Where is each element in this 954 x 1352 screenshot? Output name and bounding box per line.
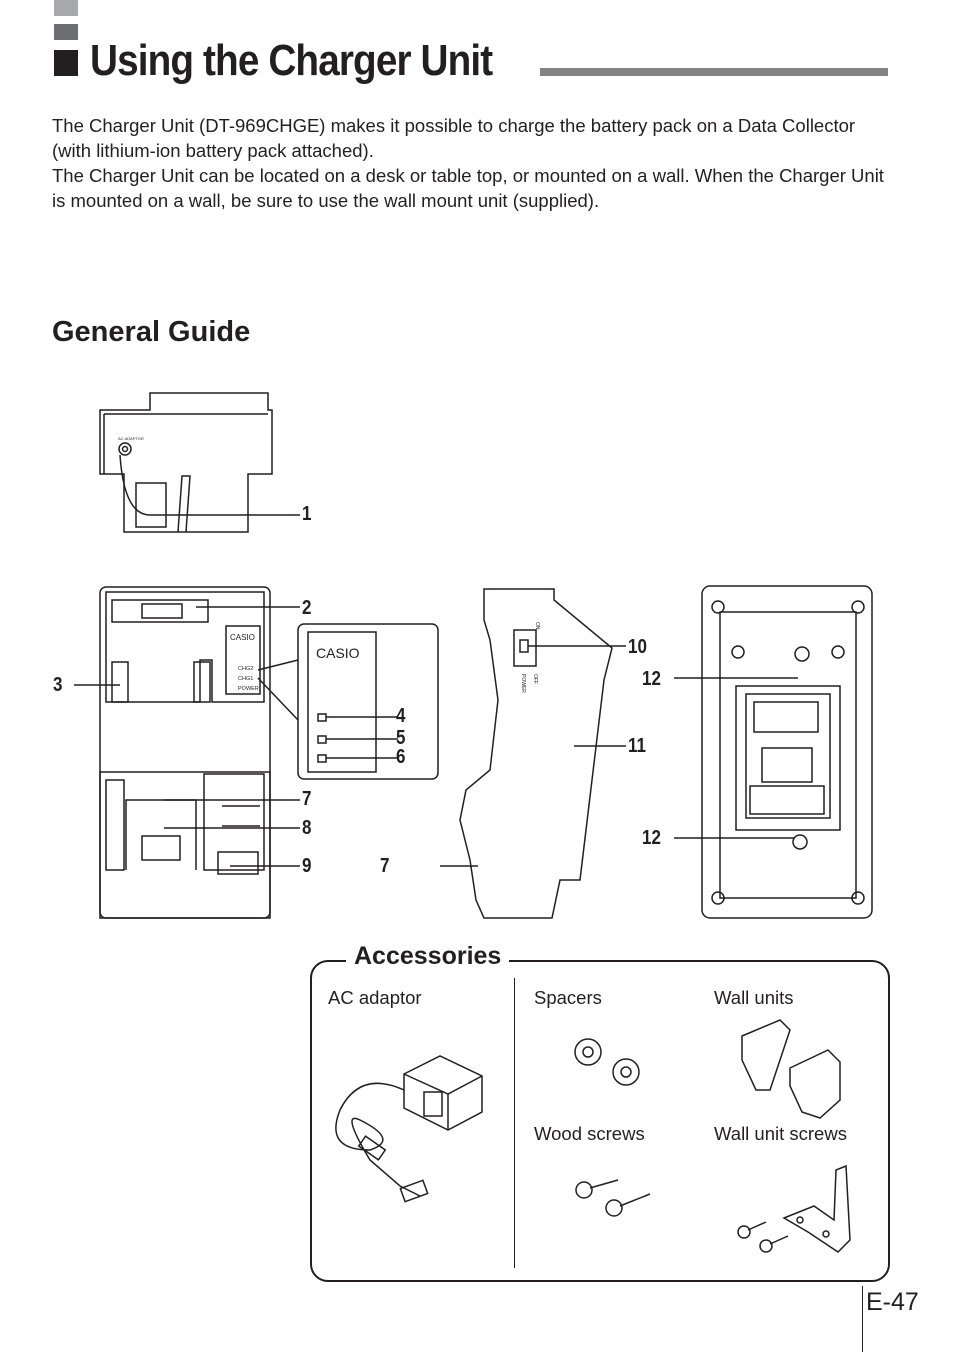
zoom-brand: CASIO — [316, 645, 360, 661]
page-number: E-47 — [866, 1288, 919, 1316]
panel-chg1: CHG1 — [238, 676, 253, 682]
switch-off-label: OFF — [532, 674, 538, 684]
page-number-rule — [862, 1286, 863, 1352]
callout-12-bottom: 12 — [642, 827, 661, 849]
wall-unit-screws-icon — [737, 1164, 851, 1253]
callout-5: 5 — [396, 727, 406, 749]
wall-units-label: Wall units — [714, 987, 794, 1008]
wood-screws-icon — [575, 1179, 651, 1217]
callout-7: 7 — [302, 788, 312, 810]
callout-6: 6 — [396, 746, 406, 768]
ac-adaptor-icon — [335, 1055, 483, 1203]
accessories-box — [310, 960, 890, 1282]
wall-units-icon — [741, 1019, 841, 1119]
wall-unit-screws-label: Wall unit screws — [714, 1123, 847, 1144]
general-guide-heading: General Guide — [52, 316, 251, 348]
jack-label: AC ADAPTOR — [118, 436, 144, 441]
wood-screws-label: Wood screws — [534, 1123, 645, 1144]
callout-10: 10 — [628, 636, 647, 658]
switch-on-label: ON — [534, 622, 540, 630]
spacers-label: Spacers — [534, 987, 602, 1008]
panel-chg2: CHG2 — [238, 666, 253, 672]
callout-7-side: 7 — [380, 855, 390, 877]
header-square-light — [54, 0, 78, 16]
accessories-divider — [514, 978, 515, 1268]
header-square-dark — [54, 50, 78, 76]
ac-adaptor-label: AC adaptor — [328, 987, 422, 1008]
callout-2: 2 — [302, 597, 312, 619]
callout-12-top: 12 — [642, 668, 661, 690]
panel-power: POWER — [238, 686, 259, 692]
page-title: Using the Charger Unit — [90, 36, 493, 85]
intro-text: The Charger Unit (DT-969CHGE) makes it p… — [52, 113, 892, 213]
callout-9: 9 — [302, 855, 312, 877]
panel-brand: CASIO — [230, 633, 255, 642]
callout-4: 4 — [396, 705, 406, 727]
intro-paragraph-1: The Charger Unit (DT-969CHGE) makes it p… — [52, 115, 856, 161]
title-rule — [540, 68, 888, 76]
spacers-icon — [574, 1038, 640, 1086]
intro-paragraph-2: The Charger Unit can be located on a des… — [52, 165, 884, 211]
callout-3: 3 — [53, 674, 63, 696]
callout-8: 8 — [302, 817, 312, 839]
switch-power-label: POWER — [520, 674, 526, 693]
accessories-heading: Accessories — [346, 942, 510, 971]
header-square-mid — [54, 24, 78, 40]
callout-1: 1 — [302, 503, 312, 525]
callout-11: 11 — [628, 735, 646, 757]
